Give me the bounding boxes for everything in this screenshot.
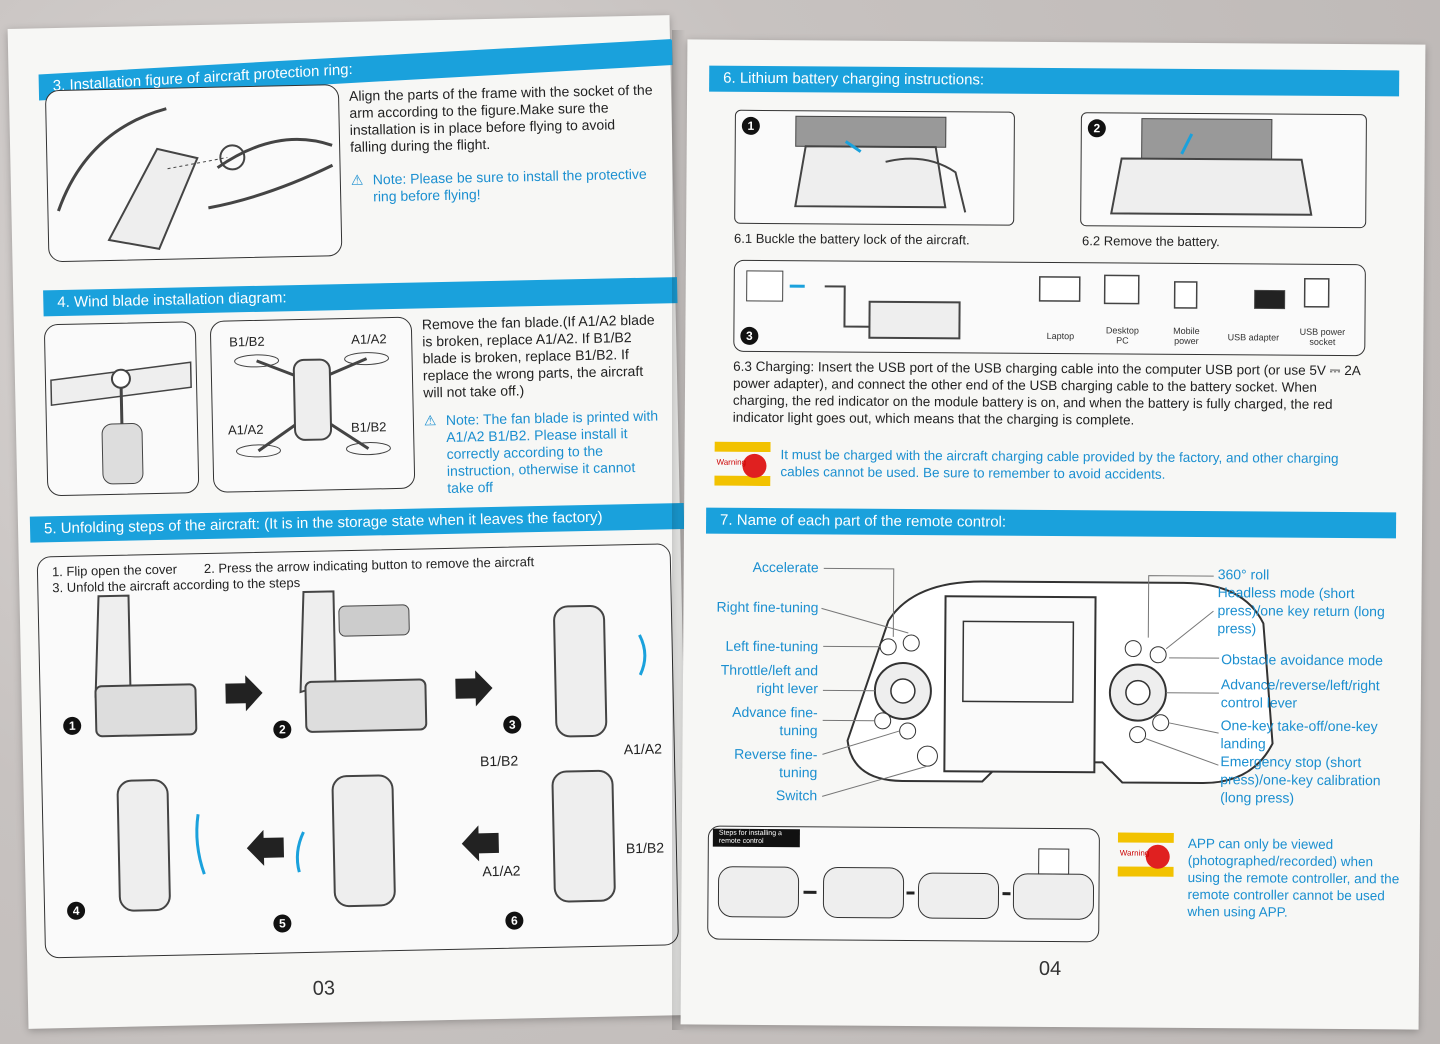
remote-control-diagram: Accelerate Right fine-tuning Left fine-t… (682, 539, 1422, 834)
section3-note: ⚠ Note: Please be sure to install the pr… (351, 166, 657, 206)
warning-triangle-icon: ⚠ (423, 412, 437, 429)
section4-note: ⚠ Note: The fan blade is printed with A1… (424, 407, 666, 497)
rc-label-right-fine-tuning: Right fine-tuning (716, 598, 819, 616)
section7-title: 7. Name of each part of the remote contr… (705, 507, 1397, 539)
blade-hub-drawing (50, 361, 192, 485)
blade-label: B1/B2 (625, 839, 665, 857)
charging-instructions: 6.3 Charging: Insert the USB port of the… (732, 358, 1361, 428)
battery-removal-figure: 2 (1080, 112, 1367, 229)
rc-label-obstacle-avoidance: Obstacle avoidance mode (1221, 651, 1384, 669)
warning-triangle-icon: ⚠ (350, 171, 364, 188)
remote-control-drawing (821, 567, 1274, 797)
rc-label-reverse-fine-tuning: Reverse fine-tuning (734, 745, 818, 781)
warning-light-icon: Warning (1117, 832, 1174, 877)
blade-layout-figure: B1/B2 A1/A2 A1/A2 B1/B2 (209, 316, 416, 493)
step-number-badge: 3 (740, 326, 759, 345)
section4-title: 4. Wind blade installation diagram: (43, 277, 678, 317)
unfolding-steps-figure: 1. Flip open the cover 2. Press the arro… (36, 543, 679, 959)
charging-warning: It must be charged with the aircraft cha… (780, 447, 1339, 482)
device-label: USB power socket (1299, 326, 1346, 347)
manual-page-left: 3. Installation figure of aircraft prote… (7, 15, 691, 1029)
blade-label: A1/A2 (482, 862, 521, 880)
rc-label-advance-fine-tuning: Advance fine-tuning (732, 703, 818, 739)
drone-top-view-drawing (234, 352, 391, 458)
page-number: 04 (1038, 957, 1062, 981)
rc-label-control-lever: Advance/reverse/left/right control lever (1220, 676, 1380, 711)
caption-6-2: 6.2 Remove the battery. (1081, 233, 1220, 250)
rc-label-headless-mode: Headless mode (short press)/one key retu… (1217, 584, 1385, 637)
protection-ring-figure (44, 84, 343, 263)
section3-note-text: Note: Please be sure to install the prot… (372, 165, 647, 205)
warning-badge-text: Warning (1119, 848, 1150, 858)
device-label: Desktop PC (1105, 325, 1139, 346)
battery-lock-figure: 1 (734, 109, 1015, 226)
section6-title: 6. Lithium battery charging instructions… (709, 65, 1400, 97)
blade-label: A1/A2 (623, 740, 663, 758)
rc-label-take-off-landing: One-key take-off/one-key landing (1220, 717, 1378, 752)
device-label: USB adapter (1227, 332, 1280, 343)
charging-cable-drawing (746, 270, 1330, 340)
section5-title: 5. Unfolding steps of the aircraft: (It … (29, 502, 685, 543)
rc-label-360-roll: 360° roll (1217, 566, 1270, 583)
remote-install-drawing (717, 848, 1095, 920)
rc-label-emergency-stop: Emergency stop (short press)/one-key cal… (1220, 753, 1381, 806)
section3-body: Align the parts of the frame with the so… (348, 81, 653, 155)
warning-light-icon: Warning (714, 441, 771, 487)
rc-label-switch: Switch (775, 787, 818, 804)
rc-label-accelerate: Accelerate (752, 558, 819, 576)
section4-body: Remove the fan blade.(If A1/A2 blade is … (421, 311, 655, 401)
remote-install-steps-figure: Steps for installing a remote control (707, 825, 1100, 943)
battery-removal-drawing (1110, 118, 1313, 216)
protection-ring-drawing (57, 107, 334, 251)
app-warning: APP can only be viewed (photographed/rec… (1187, 835, 1400, 920)
blade-label: B1/B2 (479, 752, 519, 770)
warning-badge-text: Warning (716, 457, 747, 467)
charging-diagram: Laptop Desktop PC Mobile power USB adapt… (733, 259, 1366, 357)
manual-page-right: 6. Lithium battery charging instructions… (680, 39, 1426, 1030)
unfolding-steps-drawing (94, 590, 647, 912)
rc-label-left-fine-tuning: Left fine-tuning (725, 637, 819, 655)
device-label: Mobile power (1173, 325, 1200, 347)
blade-removal-figure (43, 321, 200, 497)
device-label: Laptop (1046, 330, 1075, 342)
rc-label-throttle-lever: Throttle/left and right lever (720, 661, 819, 697)
section4-note-text: Note: The fan blade is printed with A1/A… (445, 407, 659, 496)
page-number: 03 (312, 977, 336, 1000)
step-number-badge: 2 (1087, 119, 1106, 138)
battery-lock-drawing (794, 115, 967, 213)
step-number-badge: 1 (741, 116, 760, 135)
caption-6-1: 6.1 Buckle the battery lock of the aircr… (734, 230, 970, 248)
